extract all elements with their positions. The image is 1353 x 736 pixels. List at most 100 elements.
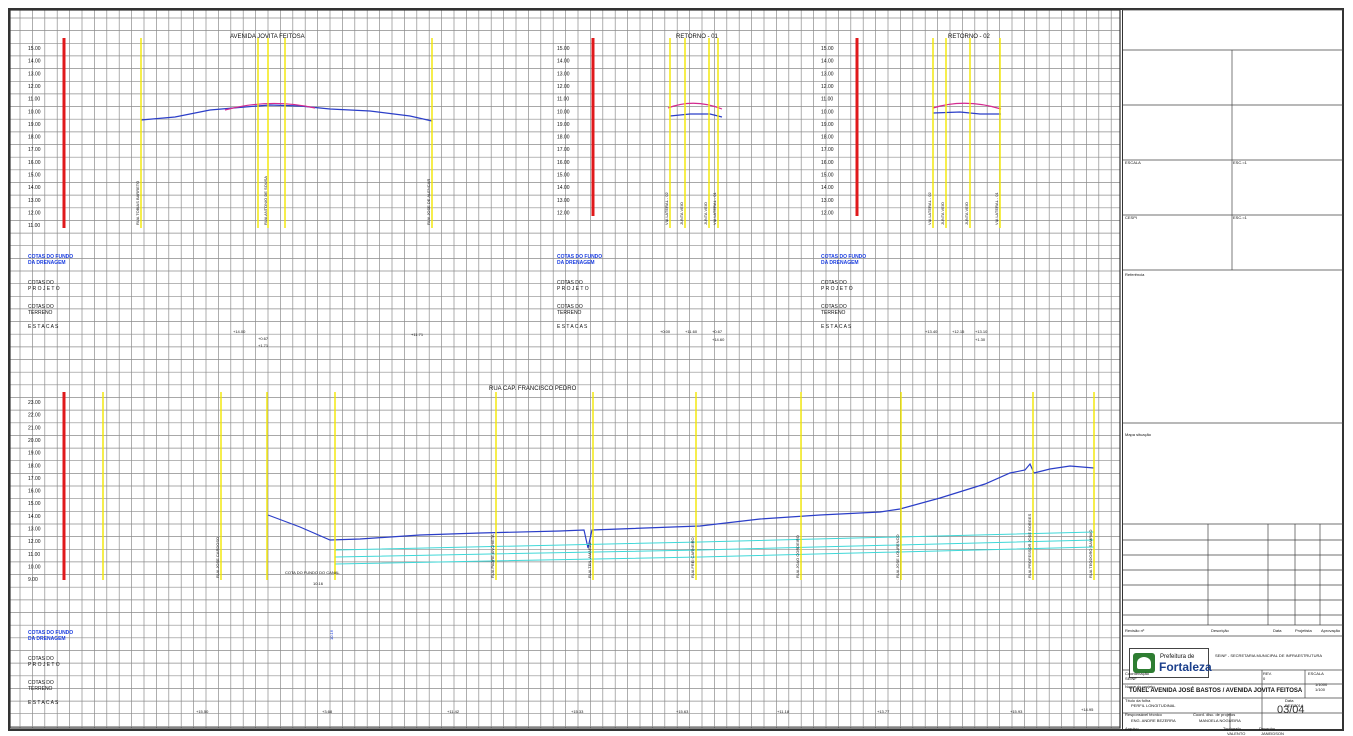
row-label-terreno: COTAS DO: [821, 304, 847, 310]
row-label-terreno: COTAS DO: [557, 304, 583, 310]
elevation-tick: 18.00: [28, 135, 41, 141]
section-title-retorno1: RETORNO - 01: [676, 34, 719, 40]
street-label: JUNTA VEIO: [940, 202, 945, 225]
tb-escala-1: ESCALA: [1125, 160, 1141, 165]
row-label-fundo: COTAS DO FUNDO: [28, 254, 73, 260]
elevation-tick: 14.00: [28, 185, 41, 191]
tb-data: DEZ/2014: [1285, 703, 1304, 708]
row-label-estacas: E S T A C A S: [28, 324, 59, 330]
station-offset: +14.00: [233, 329, 246, 334]
station-offset: +12.15: [952, 329, 965, 334]
elevation-tick: 23.00: [28, 400, 41, 406]
elevation-tick: 17.00: [28, 476, 41, 482]
street-label: VIA LATERAL - 02: [664, 192, 669, 225]
row-label-drenagem: DA DRENAGEM: [557, 260, 595, 266]
elevation-tick: 14.00: [557, 185, 570, 191]
station-offset: +11.60: [685, 329, 698, 334]
elevation-tick: 22.00: [28, 413, 41, 419]
street-label: RUA JOSE LOURENCO: [895, 534, 900, 578]
row-label-terreno-2: TERRENO: [28, 310, 53, 316]
street-label: RUA TEODORO SAMPAIO: [1088, 529, 1093, 578]
station-markers: [62, 38, 1095, 580]
project-line-retorno2: [932, 102, 1002, 110]
tb-rev-label: REV.: [1263, 671, 1272, 676]
elevation-tick: 16.00: [557, 160, 570, 166]
section-title-rua-cap: RUA CAP. FRANCISCO PEDRO: [489, 386, 577, 392]
elevation-tick: 20.00: [28, 438, 41, 444]
logo-big-text: Fortaleza: [1159, 660, 1212, 674]
title-block-grid: [1122, 9, 1343, 730]
project-line-avenida: [224, 102, 316, 111]
tb-coord-estudos-label: Coord. disc. de projetos: [1193, 712, 1236, 717]
elevation-tick: 16.00: [28, 160, 41, 166]
row-label-fundo: COTAS DO FUNDO: [821, 254, 866, 260]
elevation-tick: 12.00: [557, 84, 570, 90]
station-offset: +14.60: [712, 337, 725, 342]
elevation-tick: 11.00: [28, 97, 40, 103]
row-label-estacas: E S T A C A S: [557, 324, 588, 330]
row-label-projeto: COTAS DO: [821, 280, 847, 286]
elevation-tick: 12.00: [28, 84, 41, 90]
row-label-fundo: COTAS DO FUNDO: [557, 254, 602, 260]
elevation-tick: 12.00: [557, 210, 570, 216]
tb-desenho-label: Desenho: [1259, 726, 1276, 731]
station-offset: +0.67: [258, 336, 269, 341]
row-label-drenagem: DA DRENAGEM: [28, 260, 66, 266]
elevation-tick: 12.00: [821, 210, 834, 216]
street-label: VIA LATERAL - 01: [994, 192, 999, 225]
station-offset: +11.18: [777, 709, 790, 714]
elevation-tick: 19.00: [28, 122, 41, 128]
drainage-value: 10.16: [329, 629, 334, 640]
station-offset: +13.10: [975, 329, 988, 334]
elevation-tick: 18.00: [557, 135, 570, 141]
tb-topografo: VALENTO: [1227, 731, 1246, 736]
elevation-tick: 17.00: [557, 147, 570, 153]
tb-coordenacao-label: Coordenação: [1125, 671, 1150, 676]
tb-data-header: Data: [1273, 628, 1282, 633]
row-label-terreno-2: TERRENO: [557, 310, 582, 316]
station-offset: +13.77: [877, 709, 890, 714]
elevation-tick: 19.00: [557, 122, 570, 128]
tb-descricao-header: Descrição: [1211, 628, 1229, 633]
tb-responsavel: ENG. ANDRE BEZERRA: [1131, 718, 1176, 723]
tb-coord-estudos: MANOELA NOGUEIRA: [1199, 718, 1241, 723]
row-label-terreno-2: TERRENO: [821, 310, 846, 316]
elevation-tick: 14.00: [28, 59, 41, 65]
row-label-projeto-2: P R O J E T O: [28, 662, 60, 668]
station-offset: +11.42: [447, 709, 460, 714]
tb-esc-1: ESC.=1: [1233, 160, 1247, 165]
tb-escala-1: 1/1000: [1315, 682, 1328, 687]
elevation-tick: 12.00: [28, 210, 41, 216]
elevation-tick: 13.00: [557, 198, 570, 204]
station-offset: +15.63: [676, 709, 689, 714]
tb-referencia: Referência: [1125, 272, 1145, 277]
row-label-terreno: COTAS DO: [28, 304, 54, 310]
row-label-projeto-2: P R O J E T O: [557, 286, 589, 292]
tb-topografo-label: Topógrafo: [1223, 726, 1241, 731]
station-offset: +11.71: [411, 332, 424, 337]
terrain-line-retorno1: [669, 113, 723, 118]
tb-escala-2: CESPI: [1125, 215, 1138, 220]
sheet-number: 03/04: [1277, 704, 1305, 716]
street-label: JUNTA VEIO: [679, 202, 684, 225]
tb-titulo-label: Título da folha: [1125, 698, 1151, 703]
drainage-line-3: [334, 546, 1095, 565]
street-label: RUA FREI CARNEIRO: [690, 537, 695, 578]
drainage-line-2: [334, 539, 1095, 558]
elevation-tick: 11.00: [28, 552, 40, 558]
terrain-line-rua-cap: [267, 462, 1095, 549]
tb-revisao-header: Revisão nº: [1125, 628, 1145, 633]
station-offset: +1.30: [975, 337, 986, 342]
street-label: JUNTA VEIO: [703, 202, 708, 225]
cota-fundo-label: COTA DO FUNDO DO CANAL: [285, 570, 340, 575]
elevation-tick: 13.00: [28, 198, 41, 204]
elevation-tick: 11.00: [28, 223, 40, 229]
street-label: RUA TOBIAS BARRETO: [135, 181, 140, 225]
tb-data-label: Data: [1285, 698, 1294, 703]
profile-grid: [9, 9, 1121, 729]
cota-fundo-value: 10.16: [313, 581, 324, 586]
elevation-tick: 14.00: [28, 514, 41, 520]
station-offset: +1.71: [258, 343, 269, 348]
row-label-projeto-2: P R O J E T O: [821, 286, 853, 292]
